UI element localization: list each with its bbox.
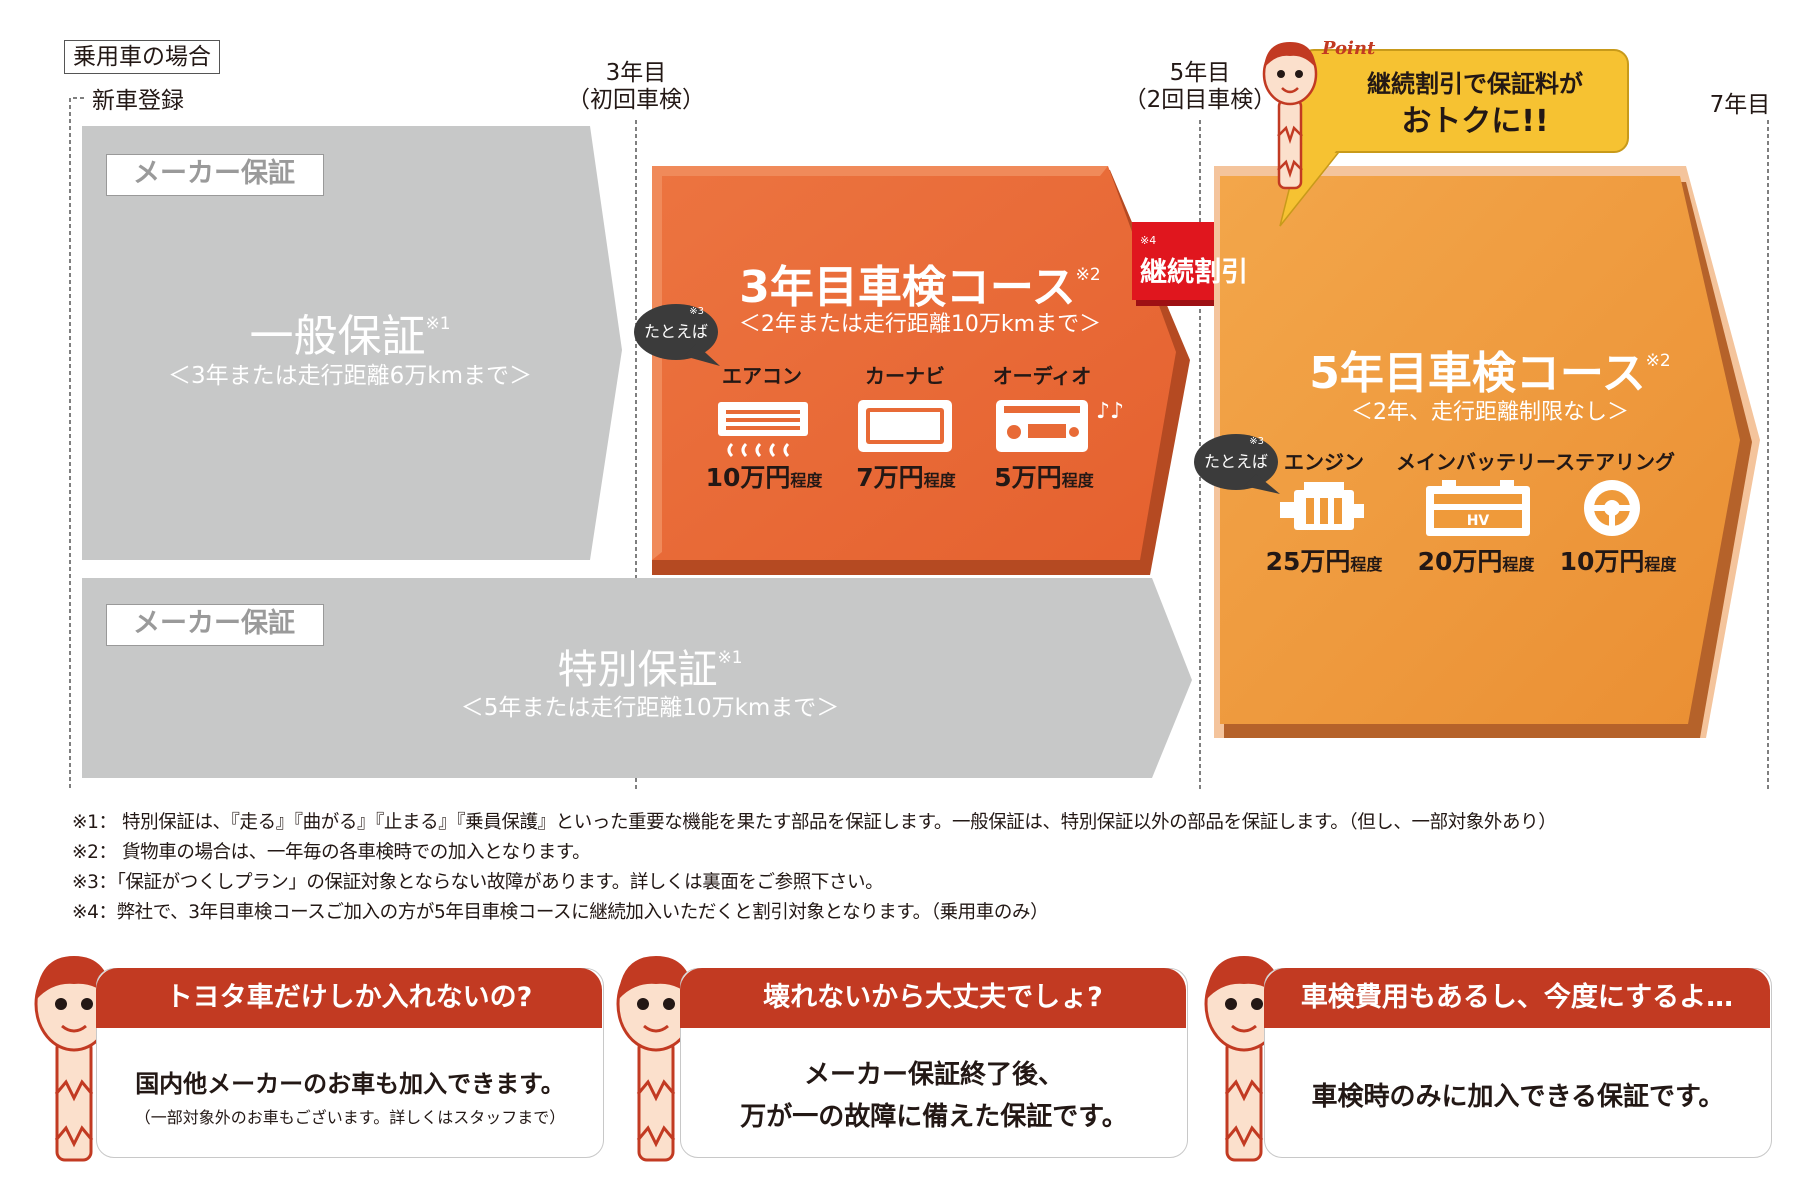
special-warranty-title: 特別保証※1 (400, 634, 900, 694)
course3-item-price-suffix: 程度 (1061, 471, 1094, 490)
faq-answer-note: （一部対象外のお車もございます。詳しくはスタッフまで） (134, 1108, 566, 1127)
footnote: ※4：弊社で、3年目車検コースご加入の方が5年目車検コースに継続加入いただくと割… (72, 902, 1049, 923)
course5-item-price: 20万円程度 (1406, 542, 1546, 578)
course3-item-name: エアコン (722, 364, 802, 388)
course5-example-label: ※3 たとえば (1196, 436, 1276, 472)
course5-title-text: 5年目車検コース (1309, 348, 1646, 399)
svg-text:♪♪: ♪♪ (1096, 399, 1124, 424)
point-tag: Point (1322, 38, 1376, 59)
course3-item-price: 7万円程度 (836, 458, 976, 494)
course3-example-text: たとえば (643, 322, 708, 341)
special-warranty-title-text: 特別保証 (557, 647, 718, 693)
footnote: ※1： 特別保証は、『走る』『曲がる』『止まる』『乗員保護』といった重要な機能を… (72, 812, 1557, 833)
category-label: 乗用車の場合 (64, 40, 220, 74)
course3-example-mark: ※3 (689, 306, 704, 317)
course5-title: 5年目車検コース※2 (1270, 334, 1710, 401)
general-warranty-subtitle: ＜3年または走行距離6万kmまで＞ (168, 363, 532, 389)
faq-mascot-icon (1204, 956, 1284, 1162)
special-warranty-badge (106, 604, 324, 646)
point-callout-line1: 継続割引で保証料が (1367, 70, 1583, 98)
engine-icon (1280, 482, 1364, 530)
example-bubble-3 (634, 304, 720, 366)
faq-mascot-icon (34, 956, 114, 1162)
year3-label-line2: （初回車検） (567, 87, 705, 113)
course5-item-price: 10万円程度 (1548, 542, 1688, 578)
course3-mark: ※2 (1075, 265, 1101, 285)
year5-label-line2: （2回目車検） (1123, 87, 1277, 113)
course5-item-name: メインバッテリー (1396, 450, 1556, 474)
general-warranty-title: 一般保証※1 (100, 298, 600, 363)
example-bubble-5 (1194, 434, 1280, 494)
course3-item-name: カーナビ (865, 364, 945, 388)
course3-arrow (652, 166, 1190, 575)
course5-example-text: たとえば (1203, 452, 1268, 471)
course5-item-price: 25万円程度 (1254, 542, 1394, 578)
faq-answer: 車検時のみに加入できる保証です。 (1311, 1082, 1725, 1112)
course3-item-price-value: 10万円 (705, 463, 791, 492)
course5-item-name: エンジン (1284, 450, 1364, 474)
course5-subtitle: ＜2年、走行距離制限なし＞ (1351, 400, 1629, 425)
continuation-mark: ※4 (1140, 234, 1157, 247)
general-warranty-arrow (82, 126, 622, 560)
course5-item-price-suffix: 程度 (1644, 555, 1677, 574)
faq-answer: メーカー保証終了後、 (803, 1060, 1064, 1090)
course5-item-price-suffix: 程度 (1502, 555, 1535, 574)
year5-label-line1: 5年目 (1169, 60, 1231, 86)
course5-arrow (1214, 166, 1760, 738)
course3-item-price-value: 5万円 (994, 463, 1062, 492)
svg-text:HV: HV (1467, 513, 1490, 529)
general-warranty-mark: ※1 (425, 314, 451, 334)
general-warranty-badge-text: メーカー保証 (133, 158, 295, 189)
faq-question: トヨタ車だけしか入れないの? (96, 968, 602, 1028)
special-warranty-badge-text: メーカー保証 (133, 608, 295, 639)
footnote: ※3：「保証がつくしプラン」の保証対象とならない故障があります。詳しくは裏面をご… (72, 872, 884, 893)
special-warranty-arrow (82, 578, 1192, 778)
course5-example-mark: ※3 (1249, 436, 1264, 447)
course3-item-price-suffix: 程度 (790, 471, 823, 490)
general-warranty-badge (106, 154, 324, 196)
faq-question: 壊れないから大丈夫でしょ? (680, 968, 1186, 1028)
course5-item-price-value: 10万円 (1559, 547, 1645, 576)
course3-item-price-value: 7万円 (856, 463, 924, 492)
course3-item-price-suffix: 程度 (923, 471, 956, 490)
faq-answer: 国内他メーカーのお車も加入できます。 (135, 1070, 565, 1098)
course3-item-name: オーディオ (992, 364, 1092, 388)
year3-label-line1: 3年目 (605, 60, 667, 86)
year7-label: 7年目 (1709, 92, 1771, 118)
year3-label: 3年目 （初回車検） (556, 60, 716, 114)
course5-item-name: ステアリング (1555, 450, 1675, 474)
course3-subtitle: ＜2年または走行距離10万kmまで＞ (738, 312, 1102, 337)
course5-item-price-suffix: 程度 (1350, 555, 1383, 574)
air-conditioner-icon (718, 402, 808, 458)
point-callout-line2: おトクに!! (1401, 104, 1549, 139)
continuation-label: 継続割引 (1140, 257, 1248, 288)
mascot-doll-icon (1262, 42, 1318, 190)
course3-title: 3年目車検コース※2 (700, 248, 1140, 315)
faq-answer: 万が一の故障に備えた保証です。 (740, 1102, 1128, 1132)
course3-item-price: 5万円程度 (974, 458, 1114, 494)
course3-example-label: ※3 たとえば (636, 306, 716, 342)
course3-title-text: 3年目車検コース (739, 262, 1076, 313)
special-warranty-mark: ※1 (717, 648, 743, 668)
year5-label: 5年目 （2回目車検） (1120, 60, 1280, 114)
faq-question: 車検費用もあるし、今度にするよ… (1264, 968, 1770, 1028)
course5-item-price-value: 25万円 (1265, 547, 1351, 576)
course5-item-price-value: 20万円 (1417, 547, 1503, 576)
footnote: ※2： 貨物車の場合は、一年毎の各車検時での加入となります。 (72, 842, 591, 863)
category-label-text: 乗用車の場合 (73, 44, 211, 70)
special-warranty-subtitle: ＜5年または走行距離10万kmまで＞ (460, 695, 840, 721)
car-navigation-icon (858, 400, 952, 452)
faq-mascot-icon (616, 956, 696, 1162)
new-registration-label: 新車登録 (92, 88, 184, 114)
car-audio-icon: ♪♪ (996, 399, 1124, 452)
steering-wheel-icon (1584, 480, 1640, 536)
course3-item-price: 10万円程度 (694, 458, 834, 494)
hv-battery-icon: HV (1426, 480, 1530, 536)
general-warranty-title-text: 一般保証 (249, 311, 426, 362)
timeline-lines (69, 97, 1769, 790)
course5-mark: ※2 (1645, 351, 1671, 371)
